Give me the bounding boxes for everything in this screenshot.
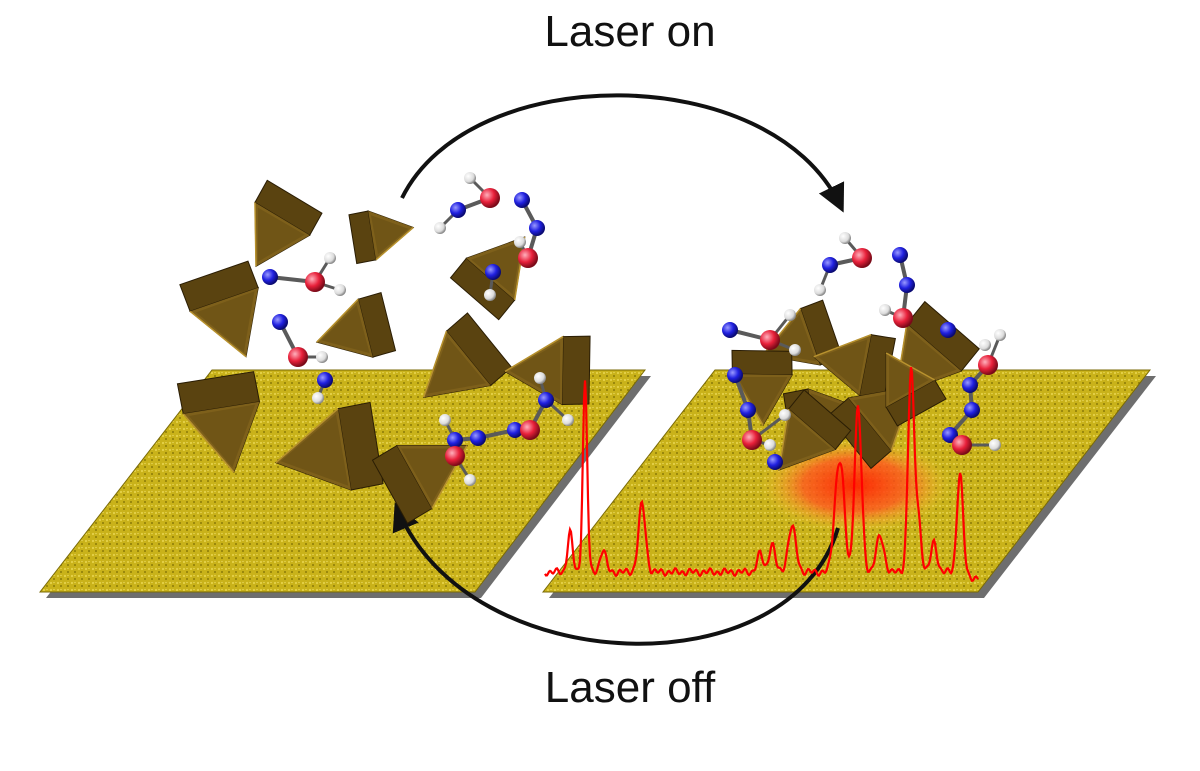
nanoparticle xyxy=(179,260,259,358)
nanoparticle xyxy=(315,292,397,358)
nanoparticle xyxy=(274,401,384,491)
molecule xyxy=(722,309,801,470)
aggregated-nanoparticles xyxy=(731,299,980,471)
molecule xyxy=(814,232,915,328)
raman-spectrum xyxy=(544,366,979,583)
nanoparticle xyxy=(422,312,513,398)
nanoparticle xyxy=(348,210,415,265)
laser-on-arrow xyxy=(400,93,845,213)
molecule xyxy=(262,252,346,404)
nanoparticle xyxy=(254,179,323,268)
laser-off-label: Laser off xyxy=(544,663,716,712)
laser-off-arrow xyxy=(392,502,840,646)
laser-on-label: Laser on xyxy=(544,7,716,56)
molecule xyxy=(940,322,1006,455)
nanoparticle xyxy=(503,335,591,406)
molecule xyxy=(439,372,574,486)
nanoparticle xyxy=(731,349,793,427)
nanoparticle xyxy=(176,371,261,474)
molecules xyxy=(262,172,1006,486)
molecule xyxy=(434,172,545,301)
